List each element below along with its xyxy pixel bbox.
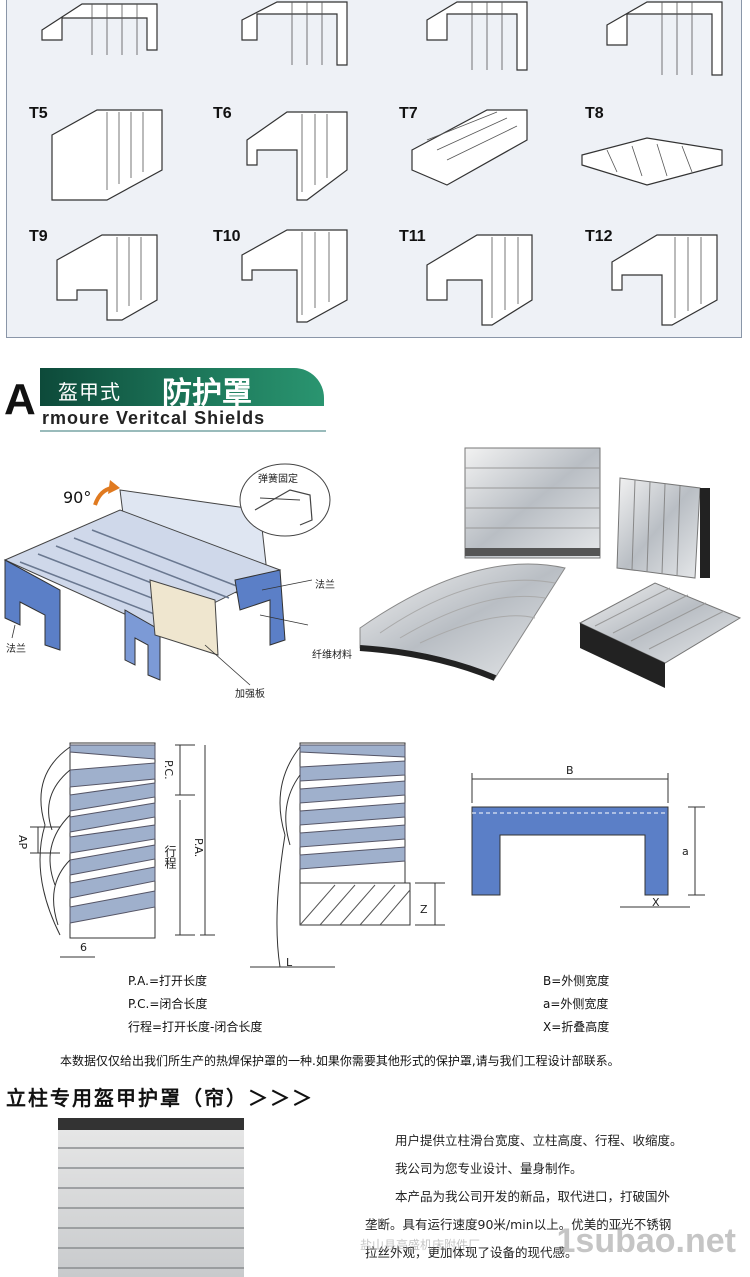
watermark: 1subao.net xyxy=(556,1222,736,1260)
header-banner xyxy=(40,368,324,406)
photo-flat-shield xyxy=(578,582,742,688)
type-label-t12: T12 xyxy=(585,228,613,245)
type-label-t7: T7 xyxy=(399,105,418,122)
dim-ap-label: AP xyxy=(16,835,29,850)
dim-z-label: Z xyxy=(420,903,428,916)
section-header: A 盔甲式 防护罩 rmoure Veritcal Shields xyxy=(0,368,330,432)
type-label-t5: T5 xyxy=(29,105,48,122)
legend-pa: P.A.=打开长度 xyxy=(128,974,208,988)
photo-vertical-shield xyxy=(464,447,601,559)
legend-travel: 行程=打开长度-闭合长度 xyxy=(128,1020,263,1034)
dim-travel-label: 行程 xyxy=(163,845,177,869)
flange-right-label: 法兰 xyxy=(315,580,335,591)
header-underline xyxy=(40,430,326,432)
type-label-t11: T11 xyxy=(399,228,426,245)
legend-b: B=外侧宽度 xyxy=(543,974,610,988)
fiber-material-label: 纤维材料 xyxy=(312,650,352,661)
dim-pc-label: P.C. xyxy=(162,760,175,780)
header-title-small: 盔甲式 xyxy=(58,380,121,404)
disclaimer-note: 本数据仅仅给出我们所生产的热焊保护罩的一种.如果你需要其他形式的保护罩,请与我们… xyxy=(60,1054,620,1068)
dimension-drawings xyxy=(30,742,705,968)
reinforcement-plate-label: 加强板 xyxy=(235,689,265,700)
angle-label: 90° xyxy=(63,488,92,507)
legend-x: X=折叠高度 xyxy=(543,1020,610,1034)
column-shield-photo xyxy=(58,1118,244,1277)
dim-pa-label: P.A. xyxy=(192,838,205,858)
section2-para-5: 拉丝外观，更加体现了设备的现代感。 xyxy=(365,1245,578,1260)
catalog-drawings xyxy=(41,1,723,326)
shield-drawing-top-row xyxy=(41,1,723,76)
shield-drawing-row2 xyxy=(51,109,723,201)
type-label-t10: T10 xyxy=(213,228,241,245)
dim-x-label: X xyxy=(652,896,660,909)
section2-title: 立柱专用盔甲护罩（帘）＞＞＞ xyxy=(6,1086,314,1110)
section2-para-1: 用户提供立柱滑台宽度、立柱高度、行程、收缩度。 xyxy=(395,1133,683,1148)
watermark-small: 盐山县高盛机床附件厂 xyxy=(360,1238,481,1252)
dim-b-label: B xyxy=(566,764,574,777)
section2-para-4: 垄断。具有运行速度90米/min以上。优美的亚光不锈钢 xyxy=(365,1217,672,1232)
legend-a: a=外侧宽度 xyxy=(543,997,609,1011)
dim-l-label: L xyxy=(286,956,293,969)
legend-pc: P.C.=闭合长度 xyxy=(128,997,208,1011)
exploded-diagram xyxy=(3,463,331,686)
photo-curved-shield xyxy=(359,563,566,681)
shield-drawing-row3 xyxy=(56,229,718,326)
header-letter: A xyxy=(4,375,36,424)
flange-left-label: 法兰 xyxy=(6,644,26,655)
header-subtitle-en: rmoure Veritcal Shields xyxy=(42,408,266,428)
section2-para-2: 我公司为您专业设计、量身制作。 xyxy=(395,1161,583,1176)
photo-side-shield xyxy=(616,477,710,579)
spring-fix-label: 弹簧固定 xyxy=(258,474,298,485)
section2-para-3: 本产品为我公司开发的新品，取代进口，打破国外 xyxy=(395,1189,671,1204)
shield-type-catalog: T5 T6 T7 T8 T9 T10 T11 T12 xyxy=(6,0,742,338)
product-photos xyxy=(359,447,742,688)
dim-a-label: a xyxy=(682,845,689,858)
type-label-t8: T8 xyxy=(585,105,604,122)
dim-six-label: 6 xyxy=(80,941,87,954)
type-label-t9: T9 xyxy=(29,228,48,245)
type-label-t6: T6 xyxy=(213,105,232,122)
header-title-big: 防护罩 xyxy=(162,376,252,411)
